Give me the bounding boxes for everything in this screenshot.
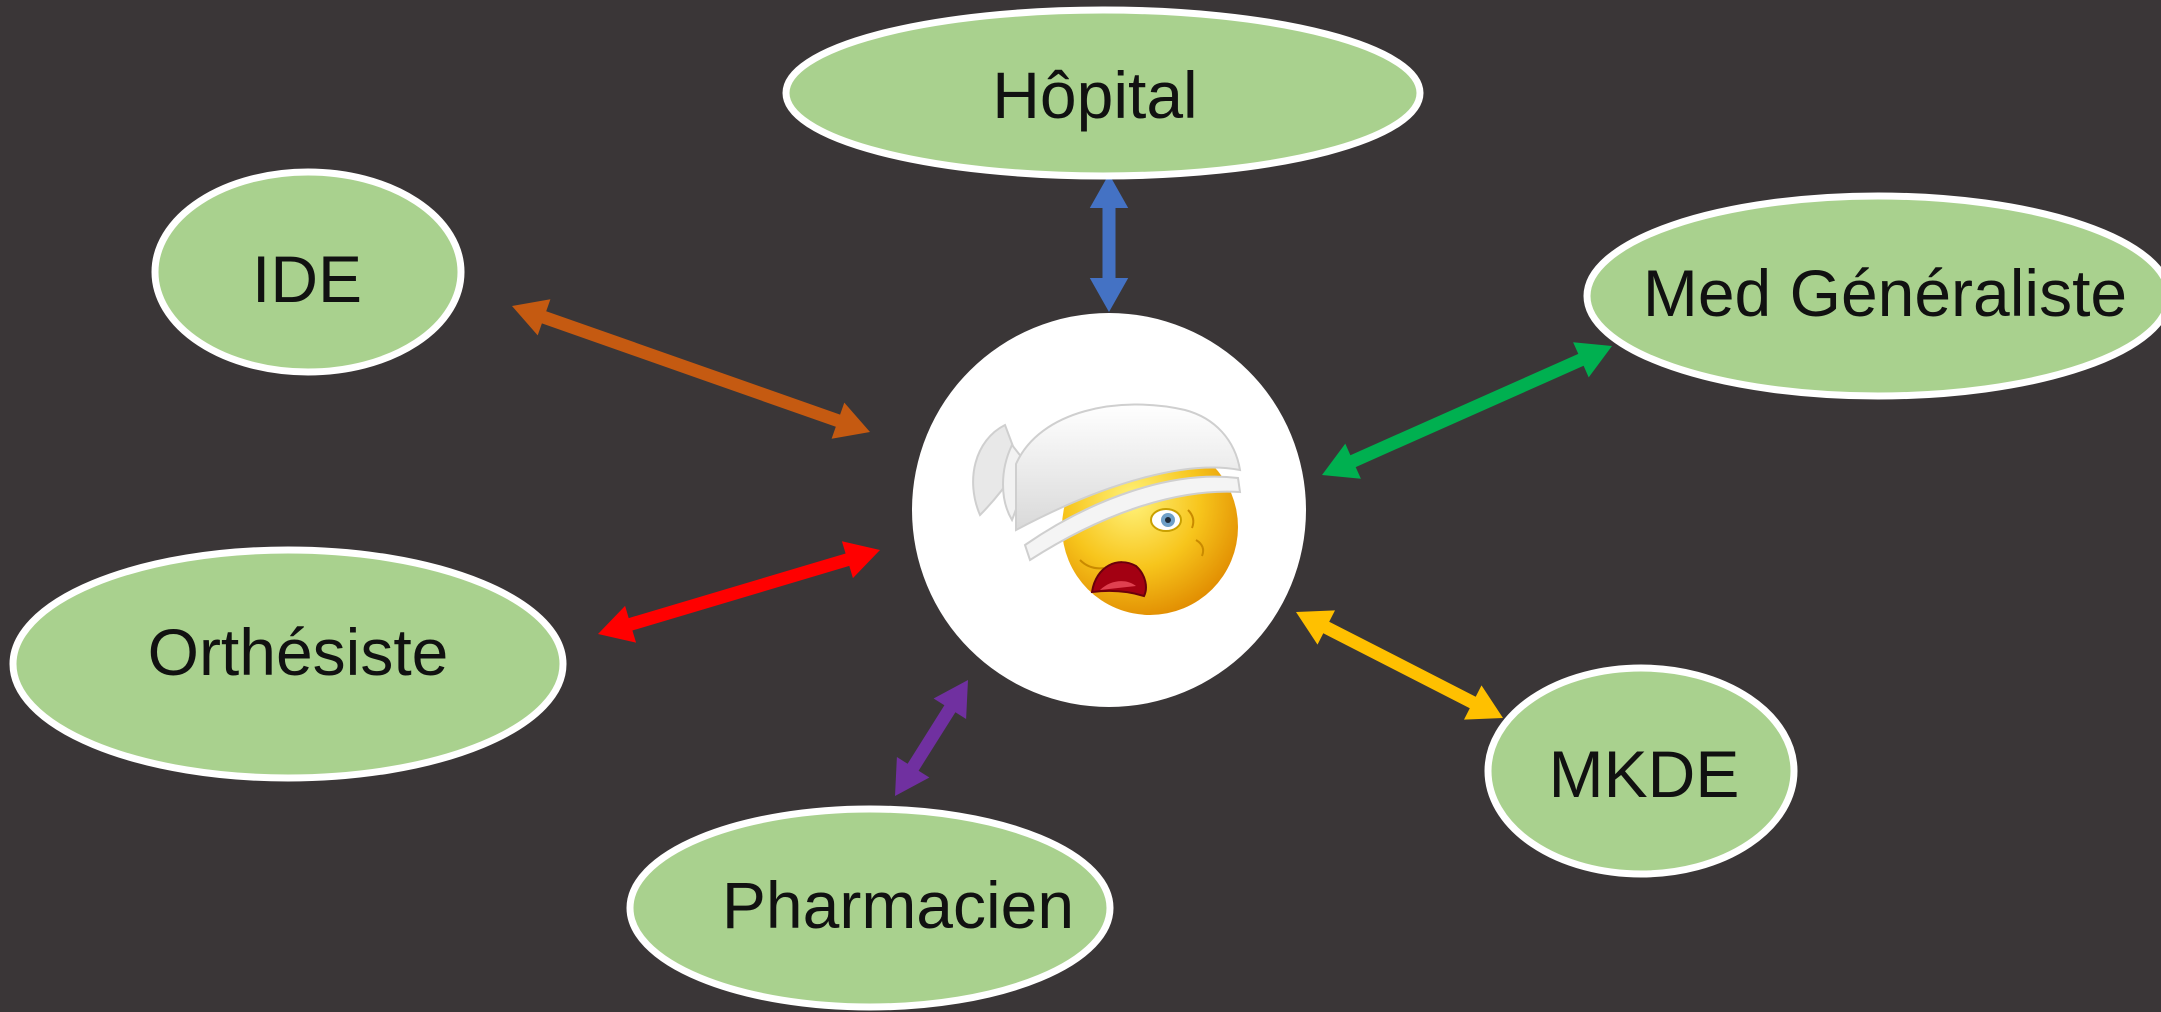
node-hopital: Hôpital bbox=[782, 6, 1424, 180]
node-med-generaliste-label: Med Généraliste bbox=[1643, 256, 2127, 330]
node-ide: IDE bbox=[151, 168, 465, 376]
arrow-mkde bbox=[1296, 610, 1503, 720]
node-pharmacien: Pharmacien bbox=[626, 805, 1114, 1011]
node-orthesiste-label: Orthésiste bbox=[148, 615, 449, 689]
injured-smiley-icon bbox=[972, 403, 1242, 615]
node-orthesiste: Orthésiste bbox=[9, 546, 567, 782]
arrow-ide bbox=[512, 299, 870, 439]
node-mkde-label: MKDE bbox=[1549, 737, 1740, 811]
arrow-hopital bbox=[1089, 174, 1129, 312]
node-med-generaliste: Med Généraliste bbox=[1583, 192, 2161, 400]
arrow-pharmacien bbox=[895, 680, 968, 796]
node-ide-label: IDE bbox=[252, 242, 362, 316]
arrow-orthesiste bbox=[598, 541, 880, 643]
node-pharmacien-label: Pharmacien bbox=[722, 868, 1074, 942]
arrow-med-generaliste bbox=[1322, 342, 1612, 479]
node-mkde: MKDE bbox=[1484, 664, 1798, 878]
node-hopital-label: Hôpital bbox=[992, 58, 1197, 132]
center-patient bbox=[912, 313, 1306, 707]
